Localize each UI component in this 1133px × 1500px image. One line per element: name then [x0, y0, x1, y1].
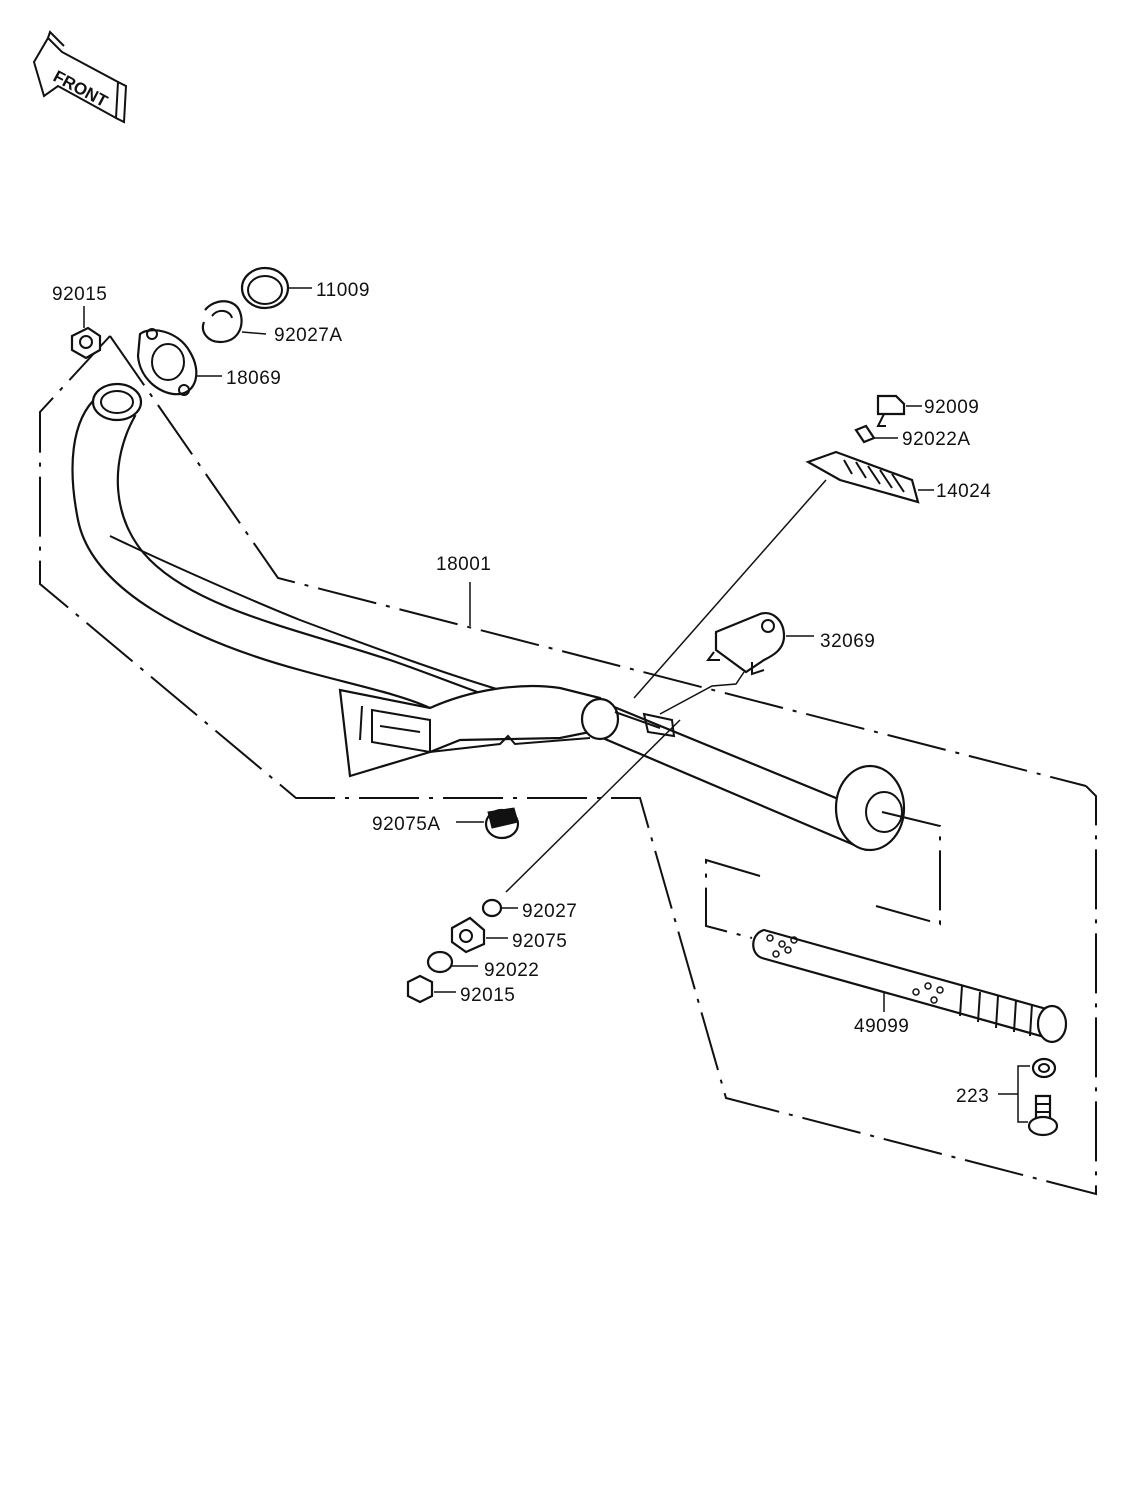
label-92015-top: 92015 [52, 284, 107, 305]
label-32069: 32069 [820, 631, 875, 652]
assembly-outline [39, 335, 1097, 1196]
flange-holder-icon [136, 328, 198, 396]
label-92027: 92027 [522, 901, 577, 922]
muffler-body [71, 382, 906, 852]
label-92027A: 92027A [274, 325, 343, 346]
label-18001: 18001 [436, 554, 491, 575]
screw-icon [876, 394, 906, 427]
small-washer-icon [854, 424, 876, 444]
label-14024: 14024 [936, 481, 991, 502]
label-92022: 92022 [484, 960, 539, 981]
label-18069: 18069 [226, 368, 281, 389]
label-92009: 92009 [924, 397, 979, 418]
nut-icon [406, 974, 434, 1004]
screw-set-icon [1027, 1057, 1059, 1137]
cap-nut-icon [70, 326, 102, 360]
label-92015-bottom: 92015 [460, 985, 515, 1006]
part-labels: 92015 11009 92027A 18069 92009 92022A 14… [52, 280, 991, 1107]
damper-icon [450, 916, 486, 954]
split-collar-icon [201, 300, 243, 344]
collar-icon [481, 898, 503, 918]
label-223: 223 [956, 1086, 989, 1107]
heat-cover-icon [805, 450, 920, 504]
spark-arrester-icon [752, 928, 1068, 1044]
label-11009: 11009 [316, 280, 370, 301]
label-92075: 92075 [512, 931, 567, 952]
label-49099: 49099 [854, 1016, 909, 1037]
label-92022A: 92022A [902, 429, 971, 450]
bracket-icon [706, 612, 786, 676]
gasket-icon [240, 266, 290, 310]
washer-icon [426, 950, 454, 974]
front-damper-icon [484, 807, 520, 840]
label-92075A: 92075A [372, 814, 441, 835]
front-arrow-icon: FRONT [32, 30, 128, 124]
